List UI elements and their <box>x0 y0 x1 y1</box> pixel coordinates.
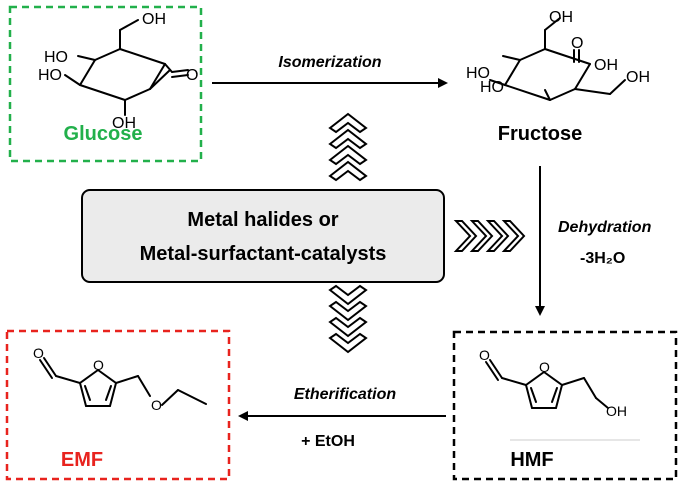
glucose-structure <box>64 19 189 116</box>
isomerization-label: Isomerization <box>278 54 381 71</box>
glucose-ho-1: HO <box>44 49 68 66</box>
etherification-label: Etherification <box>294 386 396 403</box>
glucose-oh-bottom: OH <box>112 115 136 132</box>
emf-box <box>5 329 231 481</box>
emf-ring-o: O <box>93 357 104 373</box>
glucose-label: Glucose <box>64 123 143 145</box>
hmf-oh: OH <box>606 403 627 419</box>
glucose-box <box>8 5 203 163</box>
glucose-ho-2: HO <box>38 67 62 84</box>
hmf-box <box>452 330 678 481</box>
dehydration-reagent: -3H₂O <box>580 250 625 267</box>
catalyst-line2: Metal-surfactant-catalysts <box>140 243 387 265</box>
dehydration-label: Dehydration <box>558 219 652 236</box>
emf-aldehyde-o: O <box>33 345 44 361</box>
catalyst-line1: Metal halides or <box>187 209 338 231</box>
glucose-oh-top: OH <box>142 11 166 28</box>
emf-ether-o: O <box>151 397 162 413</box>
etherification-reagent: + EtOH <box>301 433 355 450</box>
fructose-oh-top: OH <box>549 9 573 26</box>
chevrons-down-icon <box>328 284 368 354</box>
hmf-structure <box>485 359 609 409</box>
chevrons-right-icon <box>453 220 526 252</box>
hmf-aldehyde-o: O <box>479 347 490 363</box>
emf-label: EMF <box>61 449 103 471</box>
fructose-oh-right: OH <box>626 69 650 86</box>
hmf-ring-o: O <box>539 359 550 375</box>
emf-structure <box>39 357 207 407</box>
fructose-ho-1: HO <box>466 65 490 82</box>
catalyst-box <box>81 189 445 283</box>
chevrons-up-icon <box>328 112 368 182</box>
fructose-ho-2: HO <box>480 79 504 96</box>
fructose-o-top: O <box>571 35 583 52</box>
fructose-oh-mid: OH <box>594 57 618 74</box>
fructose-structure <box>489 17 626 101</box>
hmf-label: HMF <box>510 449 553 471</box>
glucose-carbonyl-o: O <box>186 67 198 84</box>
fructose-label: Fructose <box>498 123 582 145</box>
